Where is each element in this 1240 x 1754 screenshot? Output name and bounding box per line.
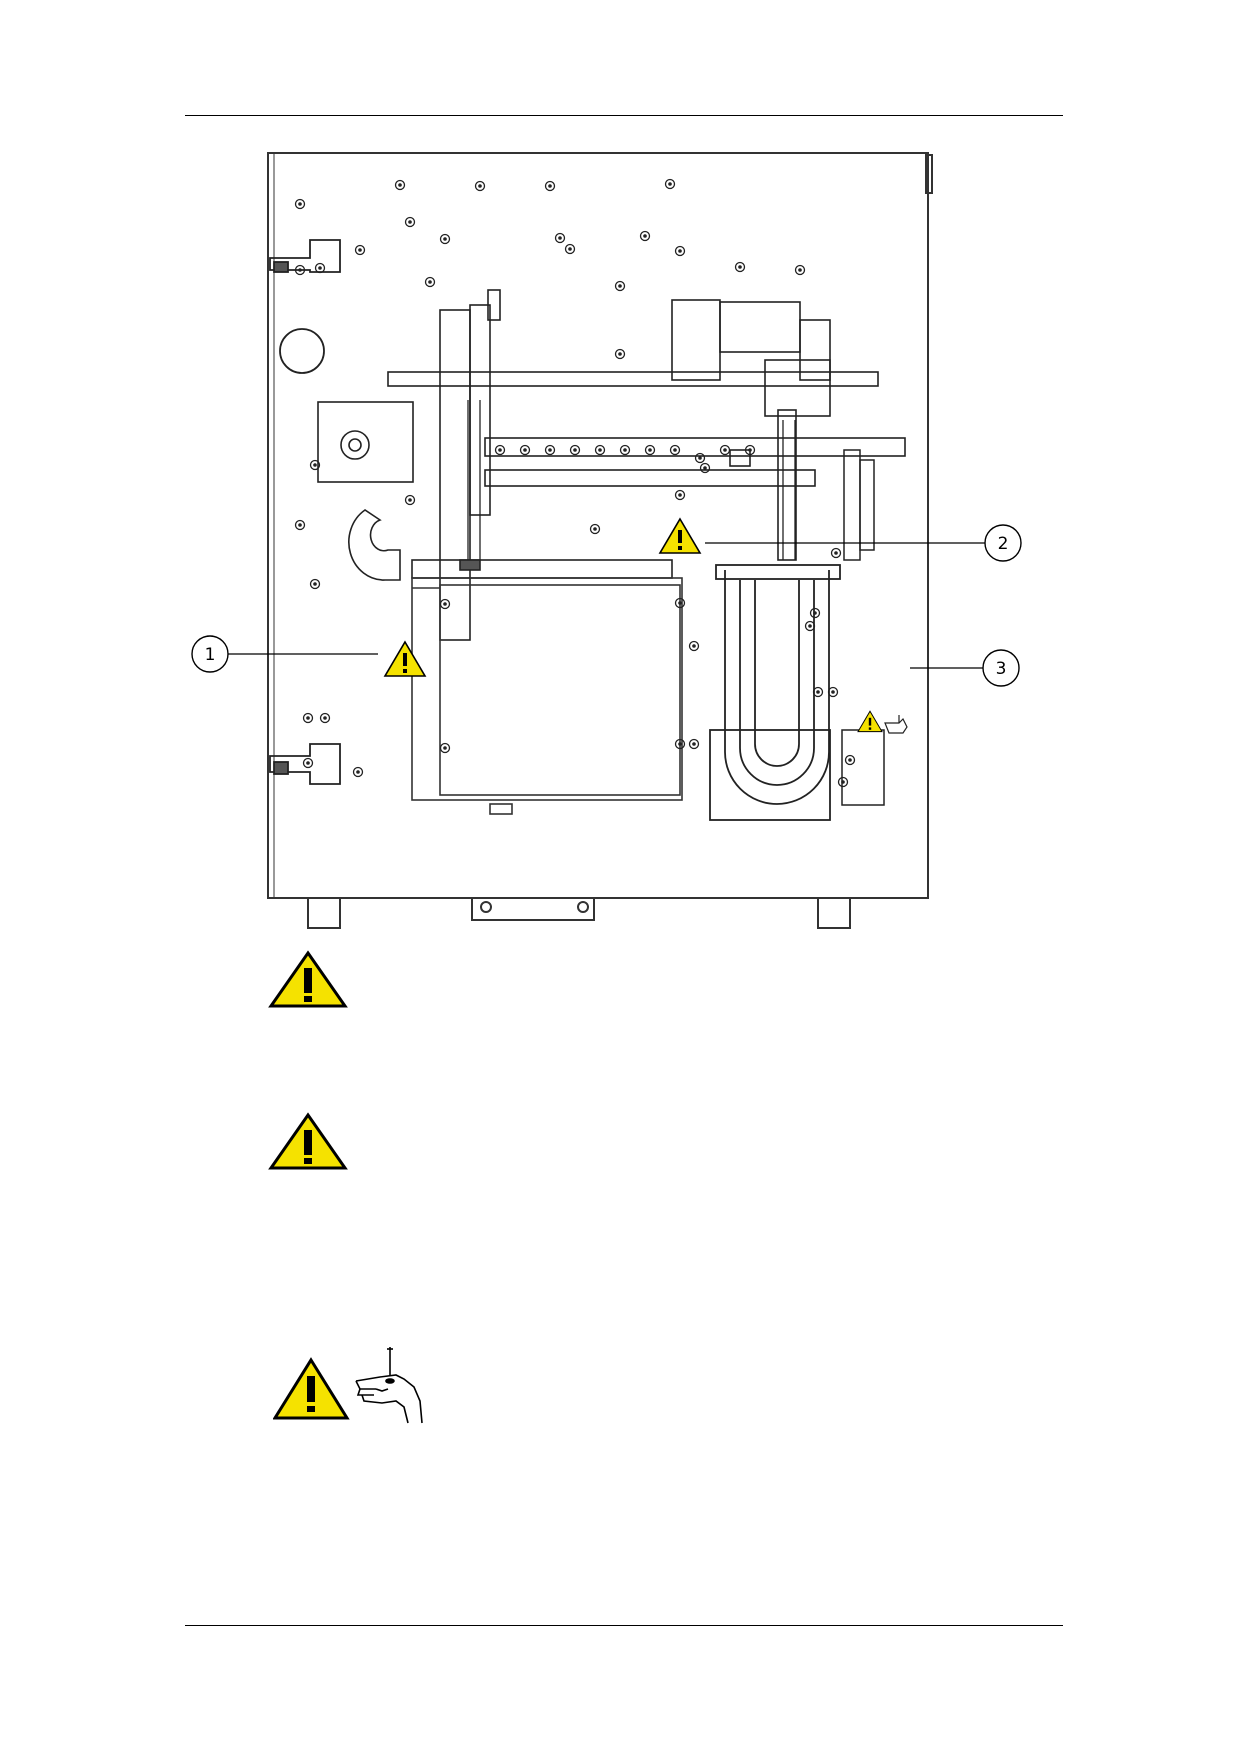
callout-1: 1 (191, 635, 229, 673)
legend-warning-icon-3 (273, 1357, 350, 1420)
analyzer-diagram: 1 2 3 (191, 152, 1022, 929)
callout-leaders (228, 542, 985, 669)
callout-3: 3 (982, 649, 1020, 687)
diagram-warning-1-icon (384, 641, 426, 677)
right-window (841, 449, 885, 806)
footer-rule (185, 1625, 1063, 1626)
screws (294, 178, 856, 788)
cabinet-outline (267, 152, 933, 929)
svg-text:2: 2 (998, 534, 1009, 554)
diagram-hand-icon (884, 715, 908, 734)
header-rule (185, 115, 1063, 116)
diagram-warning-3-icon (857, 710, 883, 733)
callout-2: 2 (984, 524, 1022, 562)
legend-warning-icon-2 (268, 1112, 348, 1170)
left-brackets (269, 239, 341, 785)
puncture-hand-icon (355, 1347, 423, 1424)
svg-text:1: 1 (205, 645, 216, 665)
vertical-rail (467, 400, 796, 560)
legend-warning-icon-1 (268, 950, 348, 1008)
svg-text:3: 3 (996, 659, 1007, 679)
drawer-panel (411, 577, 683, 815)
arm-assembly (317, 289, 906, 641)
diagram-warning-2-icon (659, 518, 701, 554)
u-tube (709, 564, 841, 821)
